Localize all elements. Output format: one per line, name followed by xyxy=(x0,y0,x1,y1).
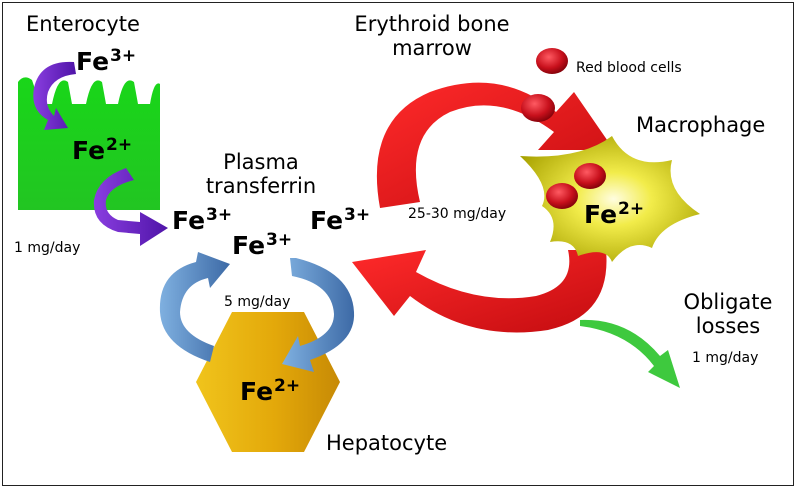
plasma-fe3-left: Fe3+ xyxy=(172,205,232,235)
macrophage-label: Macrophage xyxy=(636,113,766,137)
macrophage-cell xyxy=(520,136,700,262)
red-blood-cell-4 xyxy=(546,183,578,209)
red-blood-cell-2 xyxy=(521,94,555,122)
transferrin-arrow-left xyxy=(159,252,230,362)
hepatocyte-label: Hepatocyte xyxy=(326,431,448,455)
macrophage-fe2-label: Fe2+ xyxy=(584,199,644,229)
fe-symbol: Fe xyxy=(240,377,274,406)
enterocyte-fe3-label: Fe3+ xyxy=(76,46,136,76)
erythroid-label: Erythroid bone marrow xyxy=(352,12,512,60)
fe-symbol: Fe xyxy=(584,200,618,229)
red-blood-cell-3 xyxy=(574,163,606,189)
enterocyte-fe2-label: Fe2+ xyxy=(72,135,132,165)
obligate-label-line2: losses xyxy=(695,314,761,338)
erythroid-rate-label: 25-30 mg/day xyxy=(408,206,507,222)
fe-symbol: Fe xyxy=(232,231,266,260)
erythroid-label-line2: marrow xyxy=(392,36,472,60)
fe-charge: 3+ xyxy=(344,205,371,225)
erythroid-arrow-upper xyxy=(376,82,614,208)
fe-charge: 2+ xyxy=(106,135,133,155)
losses-rate-label: 1 mg/day xyxy=(692,350,759,366)
red-blood-cell-1 xyxy=(536,48,568,74)
fe-symbol: Fe xyxy=(76,47,110,76)
absorption-arrow-bottom xyxy=(93,168,168,246)
fe-charge: 2+ xyxy=(274,376,301,396)
fe-charge: 3+ xyxy=(206,205,233,225)
fe-charge: 2+ xyxy=(618,199,645,219)
enterocyte-label: Enterocyte xyxy=(26,12,140,36)
transferrin-arrow-right xyxy=(282,258,355,372)
absorption-rate-label: 1 mg/day xyxy=(14,240,81,256)
plasma-fe3-center: Fe3+ xyxy=(232,230,292,260)
plasma-label-line1: Plasma xyxy=(223,150,299,174)
erythroid-arrow-lower xyxy=(352,250,607,333)
figure-frame xyxy=(2,2,794,486)
obligate-loss-arrow xyxy=(580,319,680,388)
fe-charge: 3+ xyxy=(266,230,293,250)
plasma-label-line2: transferrin xyxy=(205,174,317,198)
obligate-label-line1: Obligate xyxy=(683,290,773,314)
hepatocyte-rate-label: 5 mg/day xyxy=(224,294,291,310)
absorption-arrow-top xyxy=(33,61,76,130)
fe-symbol: Fe xyxy=(310,206,344,235)
fe-symbol: Fe xyxy=(172,206,206,235)
fe-symbol: Fe xyxy=(72,136,106,165)
plasma-fe3-right: Fe3+ xyxy=(310,205,370,235)
obligate-losses-label: Obligate losses xyxy=(676,290,780,338)
hepatocyte-fe2-label: Fe2+ xyxy=(240,376,300,406)
red-blood-cells-label: Red blood cells xyxy=(576,60,682,76)
erythroid-label-line1: Erythroid bone xyxy=(354,12,510,36)
fe-charge: 3+ xyxy=(110,46,137,66)
plasma-transferrin-label: Plasma transferrin xyxy=(200,150,322,198)
